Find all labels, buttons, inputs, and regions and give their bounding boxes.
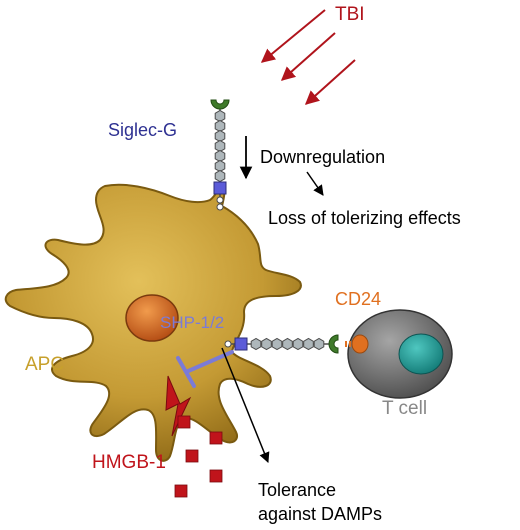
siglec-g-receptor-vertical xyxy=(210,99,230,211)
receptor-transmembrane-square xyxy=(213,181,227,195)
ig-domain xyxy=(214,109,226,123)
ig-domain xyxy=(292,337,304,351)
lectin-head-icon xyxy=(210,99,230,110)
ig-domain xyxy=(214,129,226,143)
receptor-transmembrane-square-2 xyxy=(234,337,248,351)
ig-domain xyxy=(250,337,262,351)
hmgb1-square-1 xyxy=(177,415,191,429)
ig-domain xyxy=(282,337,293,351)
tolerance-label-line2: against DAMPs xyxy=(258,504,382,524)
loss-of-tolerizing-label: Loss of tolerizing effects xyxy=(268,208,461,228)
loss-arrow xyxy=(306,171,324,196)
shp-label: SHP-1/2 xyxy=(160,313,224,332)
tbi-arrows xyxy=(260,9,356,105)
ig-domain xyxy=(271,337,283,351)
ig-domain xyxy=(214,119,226,133)
hmgb1-square-5 xyxy=(174,484,188,498)
ig-domain xyxy=(313,337,325,351)
tbi-arrow-2 xyxy=(280,32,336,81)
ig-domain xyxy=(214,169,226,183)
ig-domain xyxy=(214,159,226,173)
cd24-label: CD24 xyxy=(335,289,381,309)
tbi-label: TBI xyxy=(335,4,365,25)
t-cell-label: T cell xyxy=(382,398,427,419)
hmgb1-square-3 xyxy=(185,449,199,463)
t-cell-nucleus xyxy=(398,333,444,375)
ig-domain xyxy=(214,139,226,153)
apc-label: APC xyxy=(25,354,64,375)
hmgb1-molecules xyxy=(174,415,223,498)
apc-nucleus xyxy=(125,294,179,342)
tolerance-label-line1: Tolerance xyxy=(258,480,336,500)
hmgb1-lightning-icon xyxy=(165,375,192,437)
tbi-arrow-3 xyxy=(304,59,356,105)
hmgb1-label: HMGB-1 xyxy=(92,452,166,473)
ig-domain xyxy=(303,337,314,351)
siglec-g-receptor-horizontal xyxy=(224,334,339,354)
tolerance-arrow xyxy=(221,347,270,463)
downregulation-label: Downregulation xyxy=(260,147,385,167)
ig-domain xyxy=(214,149,226,163)
hmgb1-square-4 xyxy=(209,469,223,483)
hmgb1-square-2 xyxy=(209,431,223,445)
ig-domain xyxy=(261,337,272,351)
cd24-ligand xyxy=(345,334,369,354)
tbi-arrow-1 xyxy=(260,9,326,63)
lectin-head-icon-2 xyxy=(328,334,339,354)
siglec-g-label: Siglec-G xyxy=(108,120,177,140)
